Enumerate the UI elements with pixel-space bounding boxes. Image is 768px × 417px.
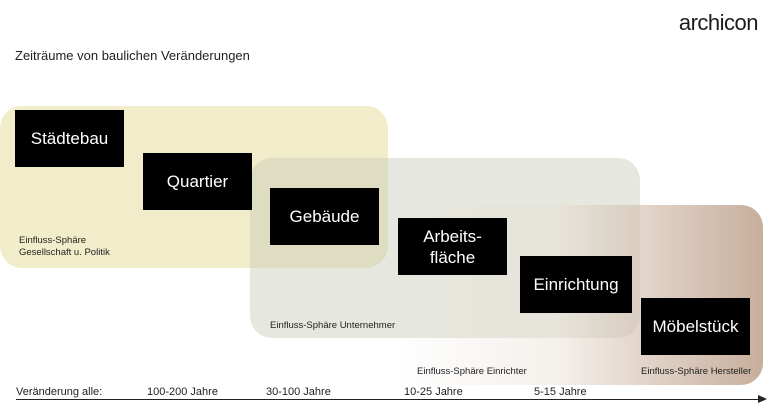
- timeline-label: Veränderung alle:: [16, 386, 103, 398]
- sphere-label-gesellschaft-line2: Gesellschaft u. Politik: [19, 247, 110, 258]
- timeline-tick-1: 100-200 Jahre: [147, 386, 218, 398]
- sphere-label-gesellschaft-line1: Einfluss-Sphäre: [19, 235, 87, 246]
- block-arbeitsflaeche-line2: fläche: [429, 247, 476, 267]
- timeline-arrow-icon: [758, 395, 767, 403]
- timeline-tick-4: 5-15 Jahre: [534, 386, 587, 398]
- timeline-axis: [16, 399, 764, 400]
- timeline-tick-2: 30-100 Jahre: [266, 386, 331, 398]
- sphere-label-hersteller: Einfluss-Sphäre Hersteller: [641, 366, 752, 377]
- block-arbeitsflaeche-line1: Arbeits-: [423, 226, 482, 246]
- block-quartier: Quartier: [143, 153, 252, 210]
- block-einrichtung: Einrichtung: [520, 256, 632, 313]
- sphere-label-einrichter: Einfluss-Sphäre Einrichter: [417, 366, 527, 377]
- block-staedtebau: Städtebau: [15, 110, 124, 167]
- diagram-subtitle: Zeiträume von baulichen Veränderungen: [15, 48, 250, 63]
- block-arbeitsflaeche: Arbeits- fläche: [398, 218, 507, 275]
- sphere-label-unternehmer: Einfluss-Sphäre Unternehmer: [270, 320, 396, 331]
- block-moebelstueck: Möbelstück: [641, 298, 750, 355]
- timeline-tick-3: 10-25 Jahre: [404, 386, 463, 398]
- archicon-logo: archicon: [678, 10, 759, 35]
- sphere-label-gesellschaft: Einfluss-Sphäre Gesellschaft u. Politik: [19, 235, 110, 259]
- block-gebaeude: Gebäude: [270, 188, 379, 245]
